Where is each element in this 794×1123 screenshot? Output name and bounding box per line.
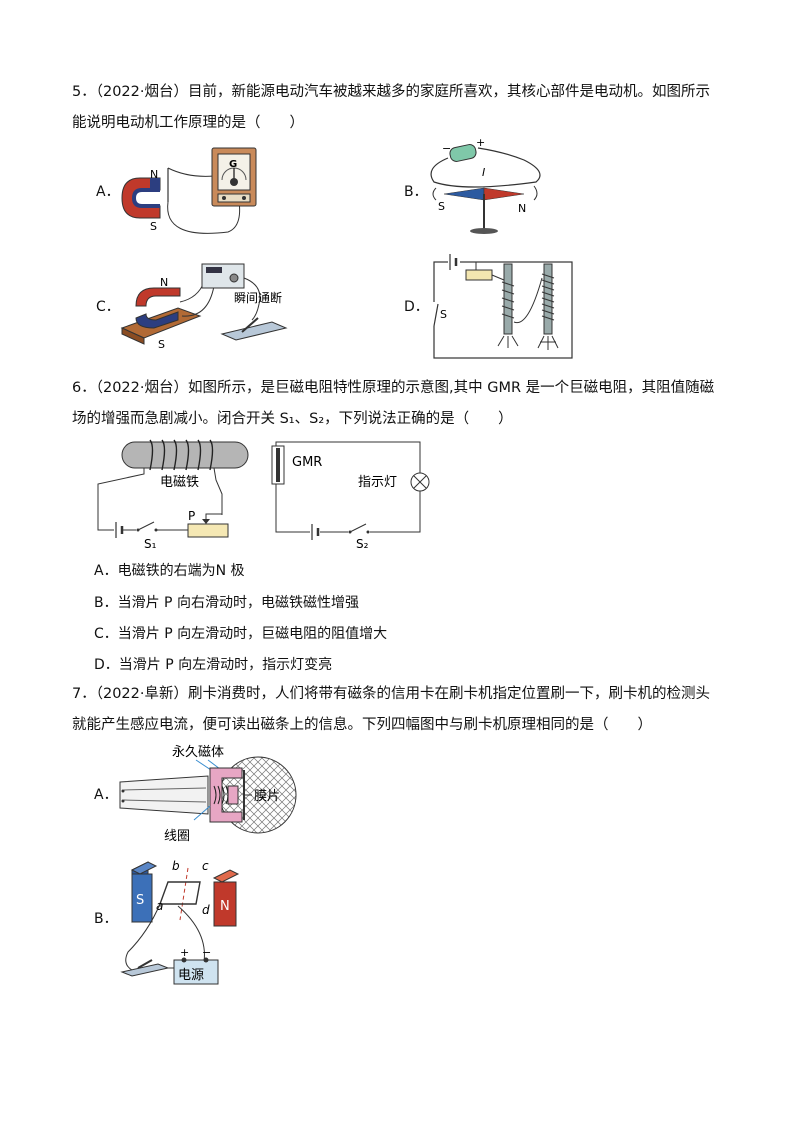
magnet-pole-n: N (150, 168, 158, 181)
q5-figure-c-motor: N S 瞬间通断 (120, 263, 288, 350)
galvanometer-label: G (229, 159, 237, 170)
coil-corner-b: b (172, 859, 180, 873)
battery-icon (448, 254, 460, 270)
magnet-s-label: S (136, 893, 144, 908)
gmr-resistor-icon (271, 445, 285, 485)
q5-figure-a-generator: N S G (121, 147, 257, 234)
switch-s1-label: S₁ (144, 537, 157, 551)
q5-stem-line2: 能说明电动机工作原理的是（ ） (72, 115, 304, 131)
knife-switch-icon (220, 317, 288, 341)
electromagnet-left-icon (497, 263, 519, 348)
needle-pole-s: S (438, 200, 445, 213)
battery-plus: + (476, 138, 485, 149)
q6-option-b: B．当滑片 P 向右滑动时，电磁铁磁性增强 (94, 595, 359, 611)
handle-icon (119, 775, 209, 815)
rheostat-icon (465, 262, 493, 281)
current-label: I (482, 166, 485, 179)
q6-stem-line1: 6．（2022·烟台）如图所示，是巨磁电阻特性原理的示意图,其中 GMR 是一个… (72, 380, 715, 396)
battery-icon (449, 144, 477, 162)
gmr-label: GMR (292, 455, 322, 470)
switch-s2-label: S₂ (356, 537, 369, 551)
power-supply-label: 电源 (178, 968, 204, 983)
switch-icon (432, 302, 439, 327)
diaphragm-label: 膜片 (254, 789, 280, 804)
q6-figure-gmr-circuit: 电磁铁 S₁ P GMR 指示灯 S₂ (97, 439, 430, 551)
battery-icon (115, 522, 124, 538)
power-supply-icon (173, 957, 219, 985)
switch-s2-icon (348, 520, 370, 534)
q6-option-a: A．电磁铁的右端为N 极 (94, 563, 245, 579)
q5-stem-line1: 5．（2022·烟台）目前，新能源电动汽车被越来越多的家庭所喜欢，其核心部件是电… (72, 84, 710, 100)
power-plus: + (180, 946, 189, 959)
switch-note: 瞬间通断 (234, 290, 282, 305)
q5-option-b-label: B． (404, 184, 428, 200)
q5-figure-d-electromagnets: S (432, 254, 573, 359)
q5-option-a-label: A． (96, 184, 120, 200)
q6-option-c: C．当滑片 P 向左滑动时，巨磁电阻的阻值增大 (94, 626, 388, 642)
coil-label: 线圈 (164, 829, 190, 844)
rheostat-icon (187, 513, 229, 538)
q7-option-a-label: A． (94, 787, 118, 803)
horseshoe-magnet-icon (135, 287, 181, 329)
electromagnet-icon (121, 439, 249, 471)
lamp-label: 指示灯 (358, 475, 397, 490)
permanent-magnet-label: 永久磁体 (172, 745, 224, 760)
magnet-s-icon (130, 861, 158, 923)
coil-corner-d: d (202, 903, 210, 917)
q5-option-c-label: C． (96, 299, 120, 315)
electromagnet-right-icon (537, 263, 559, 350)
q6-stem-line2: 场的增强而急剧减小。闭合开关 S₁、S₂，下列说法正确的是（ ） (72, 411, 513, 427)
q7-figure-a-microphone: 永久磁体 膜片 线圈 (119, 745, 297, 844)
q7-stem-line2: 就能产生感应电流，便可读出磁条上的信息。下列四幅图中与刷卡机原理相同的是（ ） (72, 717, 652, 733)
slider-p-label: P (188, 509, 195, 523)
magnet-pole-n: N (160, 276, 168, 289)
q7-option-b-label: B． (94, 911, 118, 927)
magnet-n-label: N (220, 899, 230, 914)
switch-label: S (440, 308, 447, 321)
compass-needle-icon (443, 187, 525, 234)
electromagnet-label: 电磁铁 (160, 475, 199, 490)
battery-minus: − (442, 142, 451, 155)
q7-figure-b-coil-magnets: b c S N a d + − 电源 (120, 859, 240, 985)
q5-figure-b-oersted: − + I S N (430, 138, 541, 234)
galvanometer-icon (211, 147, 257, 207)
coil-icon (213, 785, 229, 805)
q5-option-d-label: D． (404, 299, 429, 315)
power-supply-icon (201, 263, 245, 289)
horseshoe-magnet-icon (121, 177, 161, 219)
magnet-n-icon (212, 869, 240, 927)
magnet-pole-s: S (158, 338, 165, 350)
coil-corner-a: a (156, 899, 163, 913)
switch-s1-icon (136, 521, 158, 532)
indicator-lamp-icon (410, 472, 430, 492)
q7-stem-line1: 7．（2022·阜新）刷卡消费时，人们将带有磁条的信用卡在刷卡机指定位置刷一下，… (72, 686, 710, 702)
magnet-pole-s: S (150, 220, 157, 233)
battery-icon (310, 524, 320, 540)
q6-option-d: D．当滑片 P 向左滑动时，指示灯变亮 (94, 657, 333, 673)
needle-pole-n: N (518, 202, 526, 215)
power-minus: − (202, 946, 211, 959)
coil-icon (159, 881, 201, 905)
coil-corner-c: c (202, 859, 209, 873)
